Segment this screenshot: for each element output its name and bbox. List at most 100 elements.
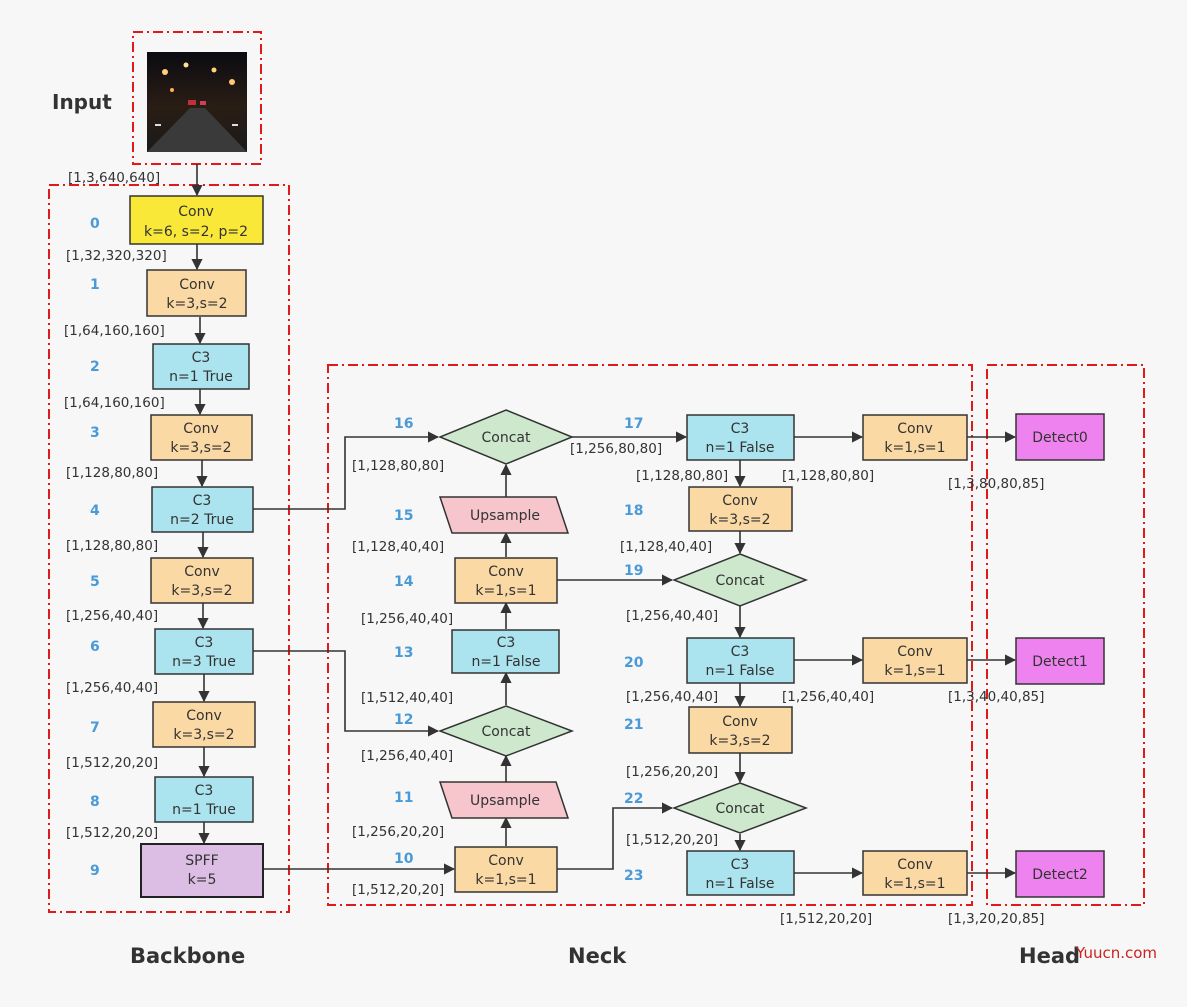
node-9: SPFF k=5 [140, 843, 264, 898]
node-14-line1: Conv [488, 564, 524, 580]
head-conv-1: Conv k=1,s=1 [862, 637, 968, 684]
backbone-region [48, 184, 290, 913]
node-20-line1: C3 [731, 644, 750, 660]
node-4-line1: C3 [193, 493, 212, 509]
node-13-line2: n=1 False [471, 654, 540, 670]
edge-6-12 [253, 650, 440, 737]
node-17-line2: n=1 False [705, 440, 774, 456]
node-4: C3 n=2 True [151, 486, 254, 533]
index-1: 1 [90, 277, 100, 293]
node-16-line1: Concat [482, 430, 531, 446]
index-3: 3 [90, 425, 100, 441]
node-7-line2: k=3,s=2 [173, 727, 234, 743]
index-4: 4 [90, 503, 100, 519]
node-20: C3 n=1 False [686, 637, 795, 684]
neck-title: Neck [568, 944, 627, 968]
shape-3: [1,128,80,80] [66, 465, 158, 481]
shape-22: [1,512,20,20] [626, 832, 718, 848]
node-13-line1: C3 [497, 635, 516, 651]
shape-17a: [1,128,80,80] [636, 468, 728, 484]
shape-4: [1,128,80,80] [66, 538, 158, 554]
shape-13: [1,256,40,40] [361, 611, 453, 627]
node-9-line2: k=5 [188, 872, 217, 888]
node-18-line1: Conv [722, 493, 758, 509]
node-7: Conv k=3,s=2 [152, 701, 256, 748]
node-4-line2: n=2 True [170, 512, 234, 528]
node-21: Conv k=3,s=2 [688, 706, 793, 754]
index-13: 13 [394, 645, 413, 661]
node-17-line1: C3 [731, 421, 750, 437]
node-3-line2: k=3,s=2 [170, 440, 231, 456]
head-title: Head [1019, 944, 1080, 968]
shape-14: [1,128,40,40] [352, 539, 444, 555]
index-5: 5 [90, 574, 100, 590]
shape-12: [1,512,40,40] [361, 690, 453, 706]
shape-17b: [1,128,80,80] [782, 468, 874, 484]
head-region [986, 364, 1145, 906]
input-image [147, 52, 247, 152]
index-21: 21 [624, 717, 643, 733]
node-5-line1: Conv [184, 564, 220, 580]
node-13: C3 n=1 False [451, 629, 560, 674]
index-10: 10 [394, 851, 414, 867]
node-10: Conv k=1,s=1 [454, 846, 558, 893]
node-11-line1: Upsample [470, 793, 540, 809]
node-2: C3 n=1 True [152, 343, 250, 390]
edge-4-16 [253, 431, 440, 510]
shape-9: [1,512,20,20] [352, 882, 444, 898]
shape-0: [1,32,320,320] [66, 248, 167, 264]
index-7: 7 [90, 720, 100, 736]
shape-11: [1,256,40,40] [361, 748, 453, 764]
node-23-line2: n=1 False [705, 876, 774, 892]
shape-20b: [1,256,40,40] [782, 689, 874, 705]
neck-region [327, 364, 973, 906]
index-6: 6 [90, 639, 100, 655]
node-1-line1: Conv [179, 277, 215, 293]
node-14: Conv k=1,s=1 [454, 557, 558, 604]
head-conv-0: Conv k=1,s=1 [862, 414, 968, 461]
node-0: Conv k=6, s=2, p=2 [129, 195, 264, 245]
layer-indices: 0 1 2 3 4 5 6 7 8 9 10 11 12 13 14 15 16… [90, 216, 644, 884]
shape-labels: [1,3,640,640] [1,32,320,320] [1,64,160,1… [64, 170, 1044, 927]
shape-detect-2: [1,3,20,20,85] [948, 911, 1044, 927]
node-10-line1: Conv [488, 853, 524, 869]
node-8: C3 n=1 True [154, 776, 254, 823]
node-20-line2: n=1 False [705, 663, 774, 679]
node-19: Concat [671, 553, 809, 607]
node-8-line1: C3 [195, 783, 214, 799]
node-3: Conv k=3,s=2 [150, 414, 253, 461]
index-11: 11 [394, 790, 413, 806]
index-15: 15 [394, 508, 413, 524]
shape-5: [1,256,40,40] [66, 608, 158, 624]
watermark: Yuucn.com [1075, 944, 1157, 962]
node-1-line2: k=3,s=2 [166, 296, 227, 312]
head-conv-0-line1: Conv [897, 421, 933, 437]
head-conv-1-line2: k=1,s=1 [884, 663, 945, 679]
node-12: Concat [437, 705, 575, 757]
node-1: Conv k=3,s=2 [146, 269, 247, 317]
detect-2-label: Detect2 [1032, 867, 1088, 883]
node-5-line2: k=3,s=2 [171, 583, 232, 599]
node-5: Conv k=3,s=2 [150, 557, 254, 604]
shape-15: [1,128,80,80] [352, 458, 444, 474]
backbone-title: Backbone [130, 944, 245, 968]
shape-1: [1,64,160,160] [64, 323, 165, 339]
node-15: Upsample [438, 496, 570, 534]
index-17: 17 [624, 416, 643, 432]
head-conv-2-line2: k=1,s=1 [884, 876, 945, 892]
node-22: Concat [671, 782, 809, 834]
node-6: C3 n=3 True [154, 628, 254, 675]
node-11: Upsample [438, 781, 570, 819]
index-22: 22 [624, 791, 643, 807]
node-6-line1: C3 [195, 635, 214, 651]
shape-21: [1,256,20,20] [626, 764, 718, 780]
detect-0: Detect0 [1015, 413, 1105, 461]
node-15-line1: Upsample [470, 508, 540, 524]
shape-detect-0: [1,3,80,80,85] [948, 476, 1044, 492]
head-conv-2: Conv k=1,s=1 [862, 850, 968, 896]
index-8: 8 [90, 794, 100, 810]
head-conv-2-line1: Conv [897, 857, 933, 873]
node-12-line1: Concat [482, 724, 531, 740]
index-2: 2 [90, 359, 100, 375]
input-title: Input [52, 90, 112, 114]
